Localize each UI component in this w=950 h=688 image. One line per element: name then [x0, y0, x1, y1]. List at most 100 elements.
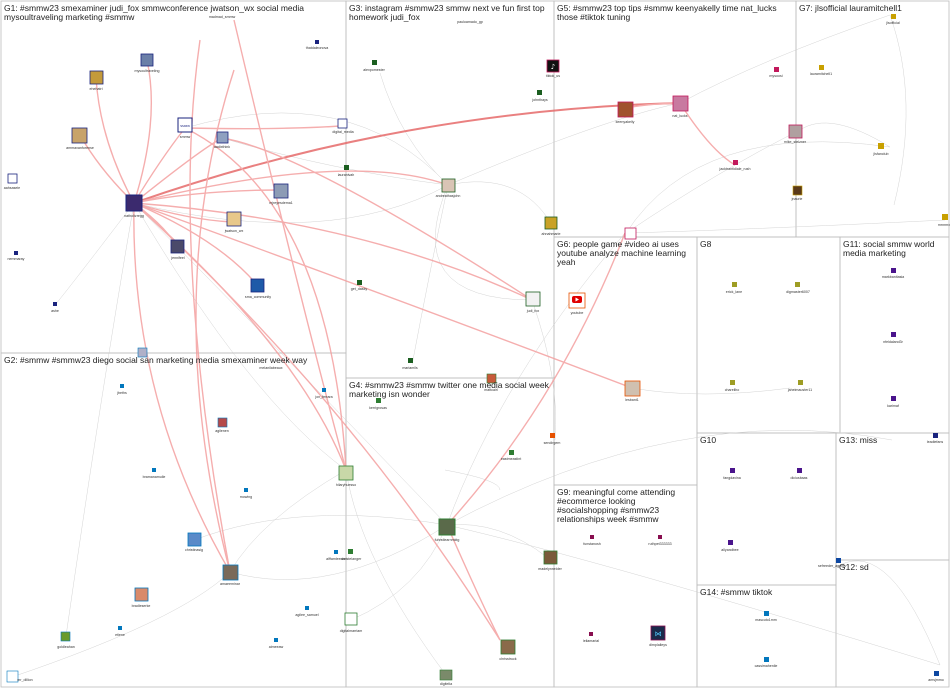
node-nemmaray[interactable]: nemmaray [8, 251, 25, 261]
label-karimaf: karimaf [887, 404, 899, 408]
node-leilamarial[interactable]: leilamarial [583, 632, 599, 643]
node-melanilabeaux[interactable]: melanilabeaux [137, 347, 283, 370]
label-mrnrmx: mrnrmx [938, 223, 950, 227]
node-jlsfanclub[interactable]: jlsfanclub [873, 143, 889, 156]
node-madelynnelder[interactable]: madelynnelder [538, 550, 563, 571]
node-aimeeaw[interactable]: aimeeaw [269, 638, 284, 649]
label-ahnahmarie: ahnahmarie [542, 232, 561, 236]
node-sefreeder-agents[interactable]: sefreeder_agents [818, 558, 846, 568]
node-funstanosh[interactable]: funstanosh [583, 535, 601, 546]
node-jennifeel[interactable]: jennifeel [170, 239, 185, 260]
node-charellho[interactable]: charellho [725, 380, 740, 392]
node-natholtzregg[interactable]: natholtzregg [124, 194, 144, 218]
node-bradleserke[interactable]: bradleserke [132, 587, 151, 608]
node-mysoultraveling[interactable]: mysoultraveling [135, 53, 160, 73]
label-digitalmarriam: digitalmarriam [340, 629, 363, 633]
node-lauranivah[interactable]: lauranivah [338, 165, 355, 177]
node-agilenen[interactable]: agilenen [215, 417, 229, 433]
node-lauramitchell1[interactable]: lauramitchell1 [810, 65, 832, 76]
node-digital-media[interactable]: digital_media [332, 118, 354, 134]
node-christinasig[interactable]: christinasig [185, 532, 203, 552]
node-aadixthink[interactable]: aadixthink [214, 131, 230, 149]
node-cassimahenlie[interactable]: cassimahenlie [755, 657, 778, 668]
node-ashe[interactable]: ashe [51, 302, 59, 313]
group-title-g5-line-1: those #tiktok tuning [557, 12, 631, 22]
node-get-dasky[interactable]: get_dasky [351, 280, 368, 291]
node-goldleahan[interactable]: goldleahan [57, 631, 75, 649]
node-karimaf[interactable]: karimaf [887, 396, 899, 408]
node-markbanitasia[interactable]: markbanitasia [882, 268, 904, 279]
group-title-g9-line-2: #socialshopping #smmw23 [557, 505, 659, 515]
group-title-g5: G5: #smmw23 top tips #smmw keenyakelly t… [557, 3, 777, 22]
node-jon-ferrara[interactable]: jon_ferrara [314, 388, 333, 399]
svg-text:SMMW: SMMW [180, 124, 190, 128]
node-node-625[interactable] [624, 227, 637, 240]
node-jlsofficial[interactable]: jlsofficial [885, 14, 900, 25]
node-mr-dillion[interactable]: mr_dillion [6, 670, 33, 683]
node-chrisstruck[interactable]: chrisstruck [499, 639, 517, 661]
node-jbeths[interactable]: jbeths [116, 384, 127, 395]
node-sma-community[interactable]: sma_community [245, 278, 271, 299]
node-agilee-samuel[interactable]: agilee_samuel [295, 606, 319, 617]
node-mike-stelzner[interactable]: mike_stelzner [784, 124, 807, 144]
node-kerrigrosas[interactable]: kerrigrosas [369, 398, 387, 410]
node-ammaxanforense[interactable]: ammaxanforense [66, 127, 94, 150]
node-youtube[interactable]: youtube [568, 292, 586, 315]
node-alexpomester[interactable]: alexpomester [363, 60, 386, 72]
node-mjreyesdema1[interactable]: mjreyesdema1 [269, 183, 293, 205]
node-hilaryhuesso[interactable]: hilaryhuesso [336, 465, 356, 487]
label-alexpomester: alexpomester [363, 68, 385, 72]
node-dimplalleys[interactable]: ⋈dimplalleys [649, 625, 667, 647]
node-ehehatri[interactable]: ehehatri [90, 70, 104, 91]
node-etiene[interactable]: etiene [115, 626, 125, 637]
node-diciusbaas[interactable]: diciusbaas [791, 468, 808, 480]
node-mattcairl[interactable]: mattcairl [484, 373, 498, 392]
node-jacktrantidiale-rush[interactable]: jacktrantidiale_rush [719, 160, 751, 171]
node-erick-lane[interactable]: erick_lane [726, 282, 742, 294]
node-alffamleeran[interactable]: alffamleeran [326, 550, 346, 561]
node-leadiefans[interactable]: leadiefans [927, 433, 944, 444]
node-andreathasjohn[interactable]: andreathasjohn [436, 178, 461, 198]
node-digitalmarriam[interactable]: digitalmarriam [340, 612, 363, 633]
node-nfeldaland3r[interactable]: nfeldaland3r [883, 332, 904, 344]
node-nat-lucks[interactable]: nat_lucks [672, 95, 689, 118]
node-amsjmmo[interactable]: amsjmmo [928, 671, 944, 682]
node-jnaurie[interactable]: jnaurie [791, 185, 803, 201]
node-lesbant1[interactable]: lesbant1 [624, 380, 641, 402]
group-title-g10: G10 [700, 435, 716, 445]
node-christelanger[interactable]: christelanger [341, 549, 362, 561]
node-fuhrstlearnmktg[interactable]: fuhrstlearnmktg [435, 518, 460, 542]
node-ruthpet333333[interactable]: ruthpet333333 [648, 535, 672, 546]
node-keenyakelly[interactable]: keenyakelly [616, 101, 635, 124]
node-mariamils[interactable]: mariamils [402, 358, 418, 370]
node-sendirgem[interactable]: sendirgem [544, 433, 561, 445]
label-aahsaseie: aahsaseie [4, 186, 20, 190]
node-madmad-smmw[interactable]: madmad_smmw [209, 15, 236, 19]
group-title-g9-line-3: relationships week #smmw [557, 514, 659, 524]
node-eastmeastint[interactable]: eastmeastint [501, 450, 521, 461]
label-jlsofficial: jlsofficial [885, 21, 900, 25]
node-aahsaseie[interactable]: aahsaseie [4, 173, 20, 190]
node-digmaster6007[interactable]: digmaster6007 [786, 282, 810, 294]
node-tiktok-us[interactable]: ♪tiktok_us [546, 59, 560, 78]
node-jaheimauster11[interactable]: jaheimauster11 [787, 380, 812, 392]
node-ahnahmarie[interactable]: ahnahmarie [542, 216, 561, 236]
label-christelanger: christelanger [341, 557, 362, 561]
node-allyandbee[interactable]: allyandbee [721, 540, 739, 552]
node-fangdavina[interactable]: fangdavina [723, 468, 741, 480]
node-mascuto1mm[interactable]: mascuto1mm [755, 611, 777, 622]
group-title-g9-line-0: G9: meaningful come attending [557, 487, 675, 497]
node-bramanamulle[interactable]: bramanamulle [143, 468, 166, 479]
node-mowing[interactable]: mowing [240, 488, 252, 499]
node-mysoosi[interactable]: mysoosi [769, 67, 783, 78]
node-johnthays[interactable]: johnthays [531, 90, 548, 102]
svg-text:♪: ♪ [551, 63, 555, 71]
node-judi-fox[interactable]: judi_fox [525, 291, 541, 313]
node-digitelia[interactable]: digitelia [439, 669, 453, 686]
node-amaeeminar[interactable]: amaeeminar [220, 564, 241, 586]
node-pauloamado-gp[interactable]: pauloamado_gp [457, 20, 483, 24]
node-thatdaleonova[interactable]: thatdaleonova [306, 40, 329, 50]
node-jwatson-wx[interactable]: jwatson_wx [224, 211, 244, 233]
node-mrnrmx[interactable]: mrnrmx [938, 214, 950, 227]
